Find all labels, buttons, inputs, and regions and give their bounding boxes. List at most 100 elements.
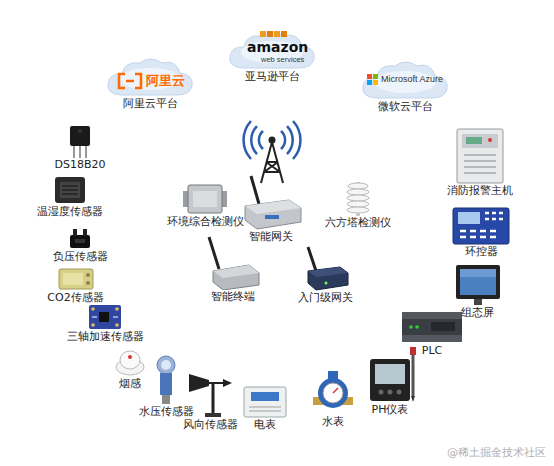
terminal-icon-part-part	[213, 265, 259, 278]
vane-icon-part-part	[212, 382, 215, 414]
terminal-icon-part-part	[209, 237, 219, 269]
logo-text: web services	[261, 56, 304, 64]
device-node: 环控器	[446, 207, 516, 259]
chip-icon-part	[68, 126, 92, 158]
chip-icon-part-part	[70, 126, 90, 146]
radio-tower-part	[261, 142, 283, 183]
device-node: 组态屏	[445, 264, 510, 320]
controller-icon-part	[452, 207, 510, 245]
device-label: 阿里云平台	[104, 97, 196, 111]
entry-icon-part-part	[308, 267, 348, 277]
tower-icon-part-part	[348, 183, 368, 189]
co2-icon	[38, 267, 113, 291]
gateway-icon-part-part	[265, 215, 279, 219]
wmeter-icon-part-part	[323, 383, 343, 403]
device-label: 六方塔检测仪	[315, 216, 400, 230]
device-label: 风向传感器	[180, 418, 240, 432]
co2-icon-part-part	[86, 281, 90, 285]
logo-text: Microsoft Azure	[381, 75, 443, 84]
logo-text: amazon	[247, 40, 308, 54]
emeter-icon-part-part	[244, 387, 286, 417]
entry-icon-part-part	[325, 282, 328, 285]
tower-icon-part-part	[347, 189, 369, 195]
cloud-icon-part-part	[108, 59, 192, 95]
plc-icon-part	[401, 310, 463, 344]
device-label: 环境综合检测仪	[160, 215, 250, 229]
device-node: 水表	[305, 367, 361, 429]
watermark: @稀土掘金技术社区	[447, 445, 546, 460]
vane-icon-part-part	[205, 413, 221, 417]
gateway-icon	[236, 174, 306, 230]
cloud-node: 阿里云阿里云平台	[104, 55, 196, 111]
plc-icon-part-part	[415, 325, 419, 329]
tower-icon-part	[346, 182, 370, 216]
device-node: 烟感	[108, 347, 152, 391]
terminal-icon	[200, 235, 265, 290]
phmeter-icon-part	[369, 357, 411, 403]
negp-icon	[45, 228, 115, 250]
smoke-icon	[108, 347, 152, 377]
cloud-icon-part-part	[373, 80, 378, 85]
cloud-icon: amazon web services	[227, 28, 317, 70]
plc-icon-part-part	[431, 322, 455, 331]
plc-icon-part-part	[402, 335, 462, 342]
cloud-icon: 阿里云	[104, 55, 196, 97]
device-node: 三轴加速传感器	[60, 304, 150, 344]
pcb-icon-part-part	[115, 323, 119, 327]
pressure-icon-part-part	[160, 373, 172, 395]
vane-icon	[180, 370, 240, 418]
screen-icon-part-part	[474, 299, 482, 305]
pressure-icon-part-part	[162, 395, 170, 404]
chip-icon	[45, 126, 115, 158]
envdet-icon	[160, 183, 250, 215]
device-node: PLC	[400, 310, 464, 358]
firehost-icon-part-part	[488, 138, 492, 142]
plc-icon-part-part	[402, 312, 462, 342]
firehost-icon	[440, 128, 520, 184]
emeter-icon-part-part	[249, 407, 281, 411]
ph-probe-part	[410, 347, 416, 355]
wmeter-icon-part-part	[333, 388, 338, 393]
pressure-icon-part-part	[161, 360, 171, 370]
pcb-icon-part-part	[91, 323, 95, 327]
entry-icon-part-part	[308, 267, 348, 290]
device-label: 烟感	[108, 377, 152, 391]
device-node: 智能终端	[200, 235, 265, 304]
pcb-icon-part-part	[115, 307, 119, 311]
device-label: 微软云平台	[360, 100, 450, 114]
cloud-icon-part-part	[267, 31, 273, 37]
device-label: DS18B20	[45, 158, 115, 172]
boxsensor-icon-part-part	[60, 182, 80, 198]
gateway-icon-part-part	[245, 200, 301, 229]
controller-icon-part-part	[460, 213, 503, 237]
phmeter-icon-part-part	[397, 390, 402, 395]
radio-tower-part	[259, 131, 285, 149]
boxsensor-icon-part	[54, 175, 86, 205]
tower-icon-part-part	[347, 207, 369, 213]
cloud-icon-part-part	[373, 74, 378, 79]
gateway-icon-part	[239, 174, 303, 230]
plc-icon	[400, 310, 464, 344]
controller-icon-part-part	[458, 212, 480, 224]
vane-icon-part-part	[223, 379, 232, 387]
device-label: 负压传感器	[45, 250, 115, 264]
negp-icon-part	[67, 228, 93, 250]
phmeter-icon-part-part	[370, 359, 410, 401]
phmeter-icon-part-part	[388, 390, 393, 395]
firehost-icon-part-part	[457, 129, 503, 183]
cloud-icon: Microsoft Azure	[360, 58, 450, 100]
firehost-icon-part-part	[462, 134, 498, 148]
device-node: 智能网关	[236, 174, 306, 244]
negp-icon-part-part	[73, 229, 77, 236]
pcb-icon-part-part	[91, 307, 95, 311]
firehost-icon-part-part	[466, 137, 482, 144]
device-label: 水压传感器	[138, 405, 194, 419]
boxsensor-icon	[30, 175, 110, 205]
firehost-icon-part	[456, 128, 504, 184]
pressure-icon-part	[148, 355, 184, 405]
cloud-icon-part-part	[274, 31, 280, 37]
smoke-icon-part-part	[120, 351, 140, 369]
wmeter-icon-part-part	[328, 371, 338, 379]
controller-icon	[446, 207, 516, 245]
